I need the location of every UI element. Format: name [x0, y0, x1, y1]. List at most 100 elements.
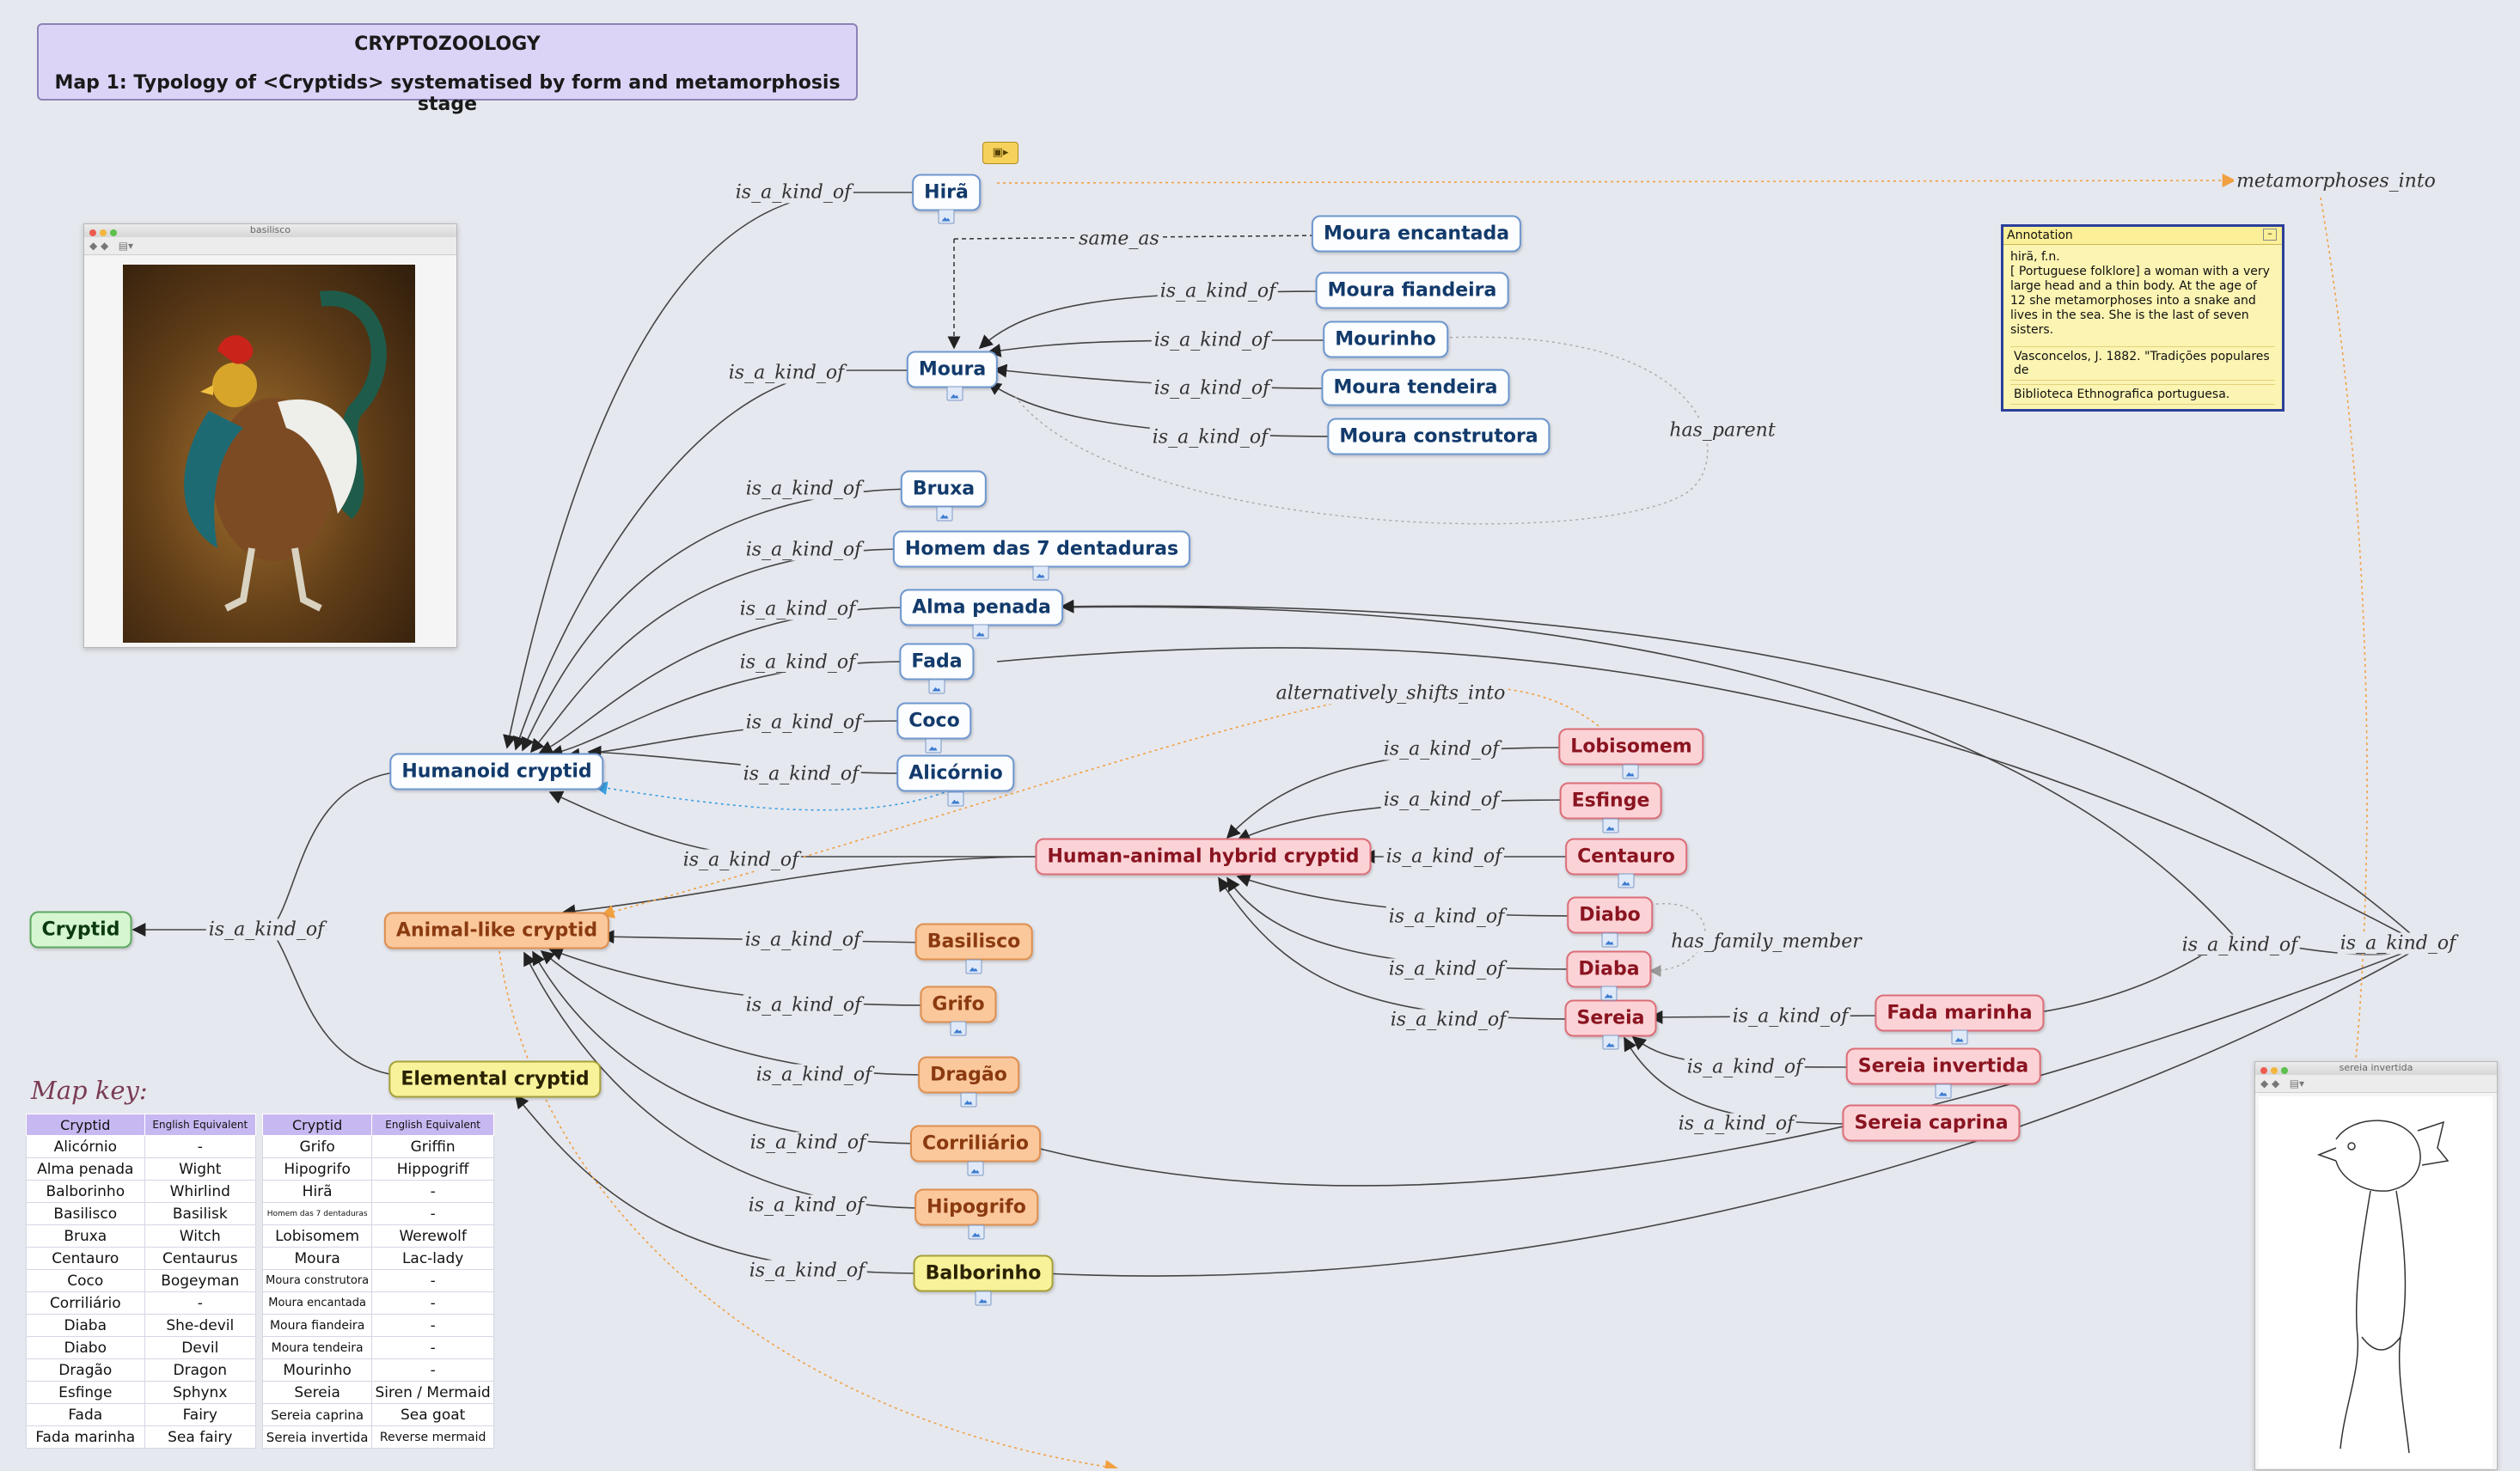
edge-label: is_a_kind_of: [743, 539, 865, 561]
edge-label: is_a_kind_of: [742, 929, 864, 951]
image-window-basilisco[interactable]: basilisco ◆ ◆ ▤▾: [83, 223, 457, 648]
image-resource-icon[interactable]: [928, 679, 945, 694]
window-toolbar[interactable]: ◆ ◆ ▤▾: [2255, 1075, 2497, 1093]
node-grifo[interactable]: Grifo: [920, 986, 997, 1023]
node-moura-tendeira[interactable]: Moura tendeira: [1321, 369, 1510, 406]
node-sereia[interactable]: Sereia: [1564, 999, 1657, 1037]
image-resource-icon[interactable]: [1602, 1035, 1619, 1050]
image-resource-icon[interactable]: [938, 209, 955, 224]
node-moura-fiandeira[interactable]: Moura fiandeira: [1315, 272, 1509, 309]
image-resource-icon[interactable]: [1935, 1083, 1952, 1099]
node-hipogrifo[interactable]: Hipogrifo: [914, 1188, 1038, 1226]
edge-label: is_a_kind_of: [1149, 426, 1271, 449]
window-titlebar[interactable]: basilisco: [84, 224, 456, 237]
image-resource-icon[interactable]: [960, 1092, 977, 1108]
image-resource-icon[interactable]: [972, 624, 989, 639]
edge-label: has_family_member: [1668, 931, 1864, 953]
node-animal-like-cryptid[interactable]: Animal-like cryptid: [383, 912, 610, 949]
minimize-icon[interactable]: –: [2263, 229, 2277, 241]
image-resource-icon[interactable]: [975, 1291, 992, 1306]
image-resource-icon[interactable]: [1618, 873, 1635, 888]
image-resource-icon[interactable]: [1951, 1029, 1968, 1045]
window-toolbar[interactable]: ◆ ◆ ▤▾: [84, 237, 456, 255]
map-subtitle: Map 1: Typology of <Cryptids> systematis…: [54, 72, 841, 115]
node-mourinho[interactable]: Mourinho: [1323, 320, 1448, 358]
image-resource-icon[interactable]: [967, 1161, 984, 1176]
node-cryptid[interactable]: Cryptid: [29, 911, 132, 949]
image-resource-icon[interactable]: [946, 386, 963, 401]
image-resource-icon[interactable]: [936, 506, 953, 522]
image-resource-icon[interactable]: [1622, 764, 1639, 779]
key-header-cryptid: Cryptid: [261, 1114, 373, 1136]
node-basilisco[interactable]: Basilisco: [914, 923, 1033, 961]
edge-label: is_a_kind_of: [2179, 934, 2301, 956]
table-row: Hirã-: [261, 1180, 494, 1203]
image-resource-icon[interactable]: [968, 1224, 985, 1240]
node-bruxa[interactable]: Bruxa: [900, 470, 988, 508]
node-alicornio[interactable]: Alicórnio: [896, 754, 1015, 792]
key-header-cryptid: Cryptid: [26, 1114, 145, 1136]
node-moura-construtora[interactable]: Moura construtora: [1327, 418, 1551, 455]
edge-label: is_a_kind_of: [1380, 789, 1502, 811]
node-fada-marinha[interactable]: Fada marinha: [1875, 994, 2045, 1032]
node-corrilario[interactable]: Corriliário: [910, 1125, 1041, 1163]
image-resource-icon[interactable]: [1601, 932, 1618, 948]
node-human-animal-hybrid-cryptid[interactable]: Human-animal hybrid cryptid: [1035, 838, 1372, 876]
annotation-panel[interactable]: Annotation – hirã, f.n. [ Portuguese fol…: [2001, 224, 2285, 412]
node-humanoid-cryptid[interactable]: Humanoid cryptid: [389, 753, 604, 790]
table-row: Alicórnio-: [26, 1135, 257, 1158]
node-hira[interactable]: Hirã: [912, 174, 981, 211]
edge-label: is_a_kind_of: [1684, 1056, 1806, 1078]
annotation-title: Annotation: [2007, 229, 2073, 242]
annotation-text: [ Portuguese folklore] a woman with a ve…: [2010, 265, 2270, 337]
table-row: Homem das 7 dentaduras-: [261, 1202, 494, 1225]
node-esfinge[interactable]: Esfinge: [1559, 782, 1662, 820]
image-resource-icon[interactable]: [950, 1021, 967, 1036]
node-lobisomem[interactable]: Lobisomem: [1558, 728, 1704, 766]
node-alma-penada[interactable]: Alma penada: [900, 589, 1063, 626]
annotation-body[interactable]: hirã, f.n. [ Portuguese folklore] a woma…: [2003, 245, 2282, 343]
node-elemental-cryptid[interactable]: Elemental cryptid: [388, 1060, 602, 1098]
annotation-header[interactable]: Annotation –: [2003, 227, 2282, 245]
edge-label: is_a_kind_of: [1385, 906, 1508, 928]
window-titlebar[interactable]: sereia invertida: [2255, 1062, 2497, 1075]
map-key-table-left: Cryptid English Equivalent Alicórnio- Al…: [26, 1114, 257, 1449]
edge-label: is_a_kind_of: [1385, 958, 1508, 980]
edge-label: is_a_kind_of: [743, 994, 865, 1016]
node-sereia-invertida[interactable]: Sereia invertida: [1845, 1047, 2041, 1085]
node-homem-das-7-dentaduras[interactable]: Homem das 7 dentaduras: [892, 530, 1191, 568]
edge-label: same_as: [1076, 228, 1162, 250]
edge-label: is_a_kind_of: [1151, 329, 1273, 351]
node-sereia-caprina[interactable]: Sereia caprina: [1842, 1104, 2021, 1142]
node-balborinho[interactable]: Balborinho: [913, 1254, 1054, 1292]
window-title: basilisco: [249, 224, 291, 235]
image-resource-icon[interactable]: [947, 791, 964, 807]
image-window-sereia-invertida[interactable]: sereia invertida ◆ ◆ ▤▾: [2254, 1061, 2498, 1470]
edge-label: is_a_kind_of: [747, 1132, 869, 1154]
table-row: Moura encantada-: [261, 1291, 494, 1315]
image-resource-icon[interactable]: [1032, 565, 1049, 581]
node-coco[interactable]: Coco: [896, 702, 972, 740]
image-resource-icon[interactable]: [1602, 818, 1619, 833]
node-centauro[interactable]: Centauro: [1565, 838, 1687, 876]
node-moura-encantada[interactable]: Moura encantada: [1311, 215, 1522, 253]
node-fada[interactable]: Fada: [899, 643, 975, 681]
image-resource-icon[interactable]: [1600, 986, 1618, 1001]
node-diabo[interactable]: Diabo: [1567, 896, 1653, 934]
edge-label: is_a_kind_of: [743, 711, 865, 734]
image-resource-icon[interactable]: [925, 738, 942, 754]
node-dragao[interactable]: Dragão: [918, 1056, 1019, 1094]
table-row: Moura tendeira-: [261, 1336, 494, 1359]
node-moura[interactable]: Moura: [906, 351, 999, 388]
folder-icon[interactable]: ▣▸: [982, 142, 1018, 164]
image-resource-icon[interactable]: [965, 959, 982, 974]
node-diaba[interactable]: Diaba: [1566, 950, 1652, 988]
